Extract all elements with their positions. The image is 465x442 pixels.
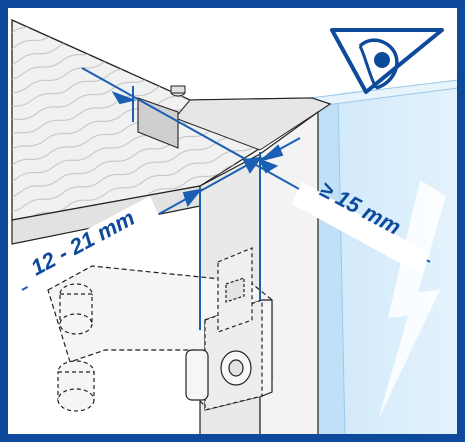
eye-icon <box>330 28 444 94</box>
hinge-clamp <box>47 247 273 412</box>
glass-reflection <box>378 180 446 420</box>
glass-panel <box>308 79 459 439</box>
wood-frame-top <box>11 18 332 245</box>
